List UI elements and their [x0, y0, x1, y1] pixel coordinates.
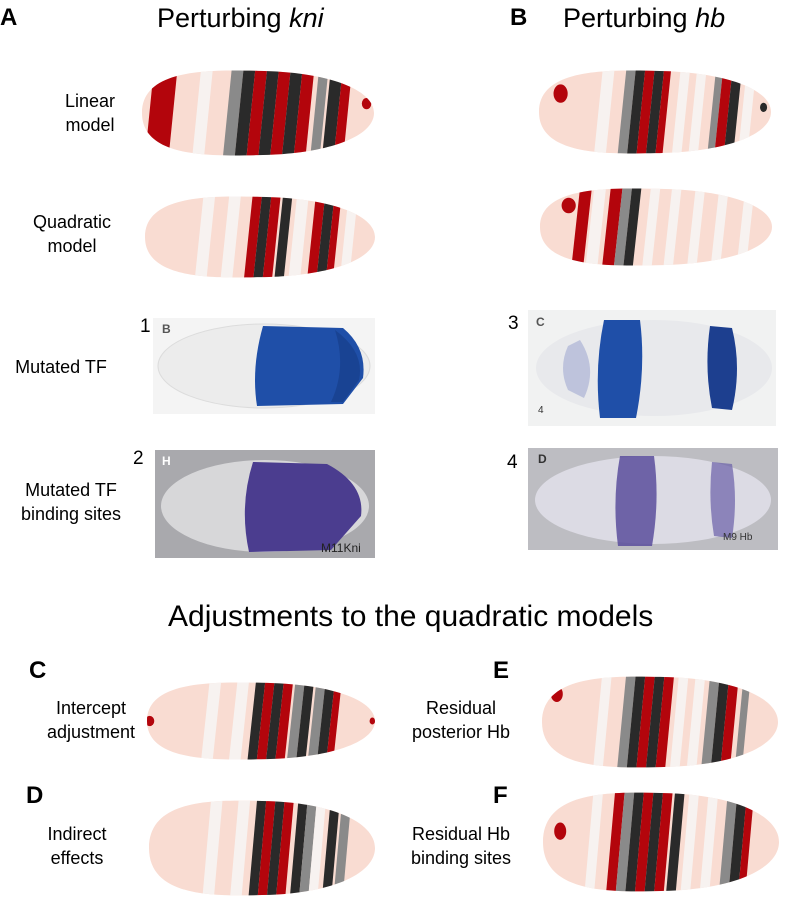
embryo-d-indirect: [149, 800, 375, 896]
photo-caption-m11kni: M11Kni: [321, 541, 361, 555]
panel-letter-b: B: [510, 4, 528, 31]
photo-caption-4: 4: [538, 405, 544, 416]
photo-number-1: 1: [140, 316, 151, 337]
photo-tag-d: D: [538, 452, 547, 466]
panel-letter-a: A: [0, 4, 18, 31]
embryo-b-linear: [539, 70, 771, 154]
embryo-f-hb-sites: [543, 792, 779, 892]
photo-tag-h: H: [162, 454, 171, 468]
photo-number-4: 4: [507, 452, 518, 473]
row-label-mutated-tf: Mutated TF: [15, 357, 107, 377]
photo-tag-b: B: [162, 322, 171, 336]
photo-number-3: 3: [508, 313, 519, 334]
photo-caption-m9hb: M9 Hb: [723, 532, 753, 543]
embryo-a-quadratic: [145, 196, 375, 278]
photo-mutated-sites-hb: D M9 Hb: [528, 448, 778, 550]
embryo-e-posterior-hb: [542, 676, 778, 768]
embryo-b-quadratic: [540, 188, 772, 266]
photo-mutated-tf-hb: C 4: [528, 310, 776, 426]
photo-mutated-sites-kni: H M11Kni: [155, 450, 375, 558]
panel-letter-c: C: [29, 657, 47, 684]
panel-letter-f: F: [493, 782, 508, 809]
panel-letter-d: D: [26, 782, 44, 809]
embryo-c-intercept: [147, 682, 375, 760]
photo-mutated-tf-kni: B: [153, 318, 375, 414]
photo-number-2: 2: [133, 448, 144, 469]
photo-tag-c: C: [536, 315, 545, 329]
section-title-adjustments: Adjustments to the quadratic models: [168, 600, 654, 633]
embryo-a-linear: [142, 70, 374, 156]
panel-letter-e: E: [493, 657, 510, 684]
panel-b-title: Perturbing hb: [563, 3, 726, 33]
panel-a-title: Perturbing kni: [157, 3, 324, 33]
